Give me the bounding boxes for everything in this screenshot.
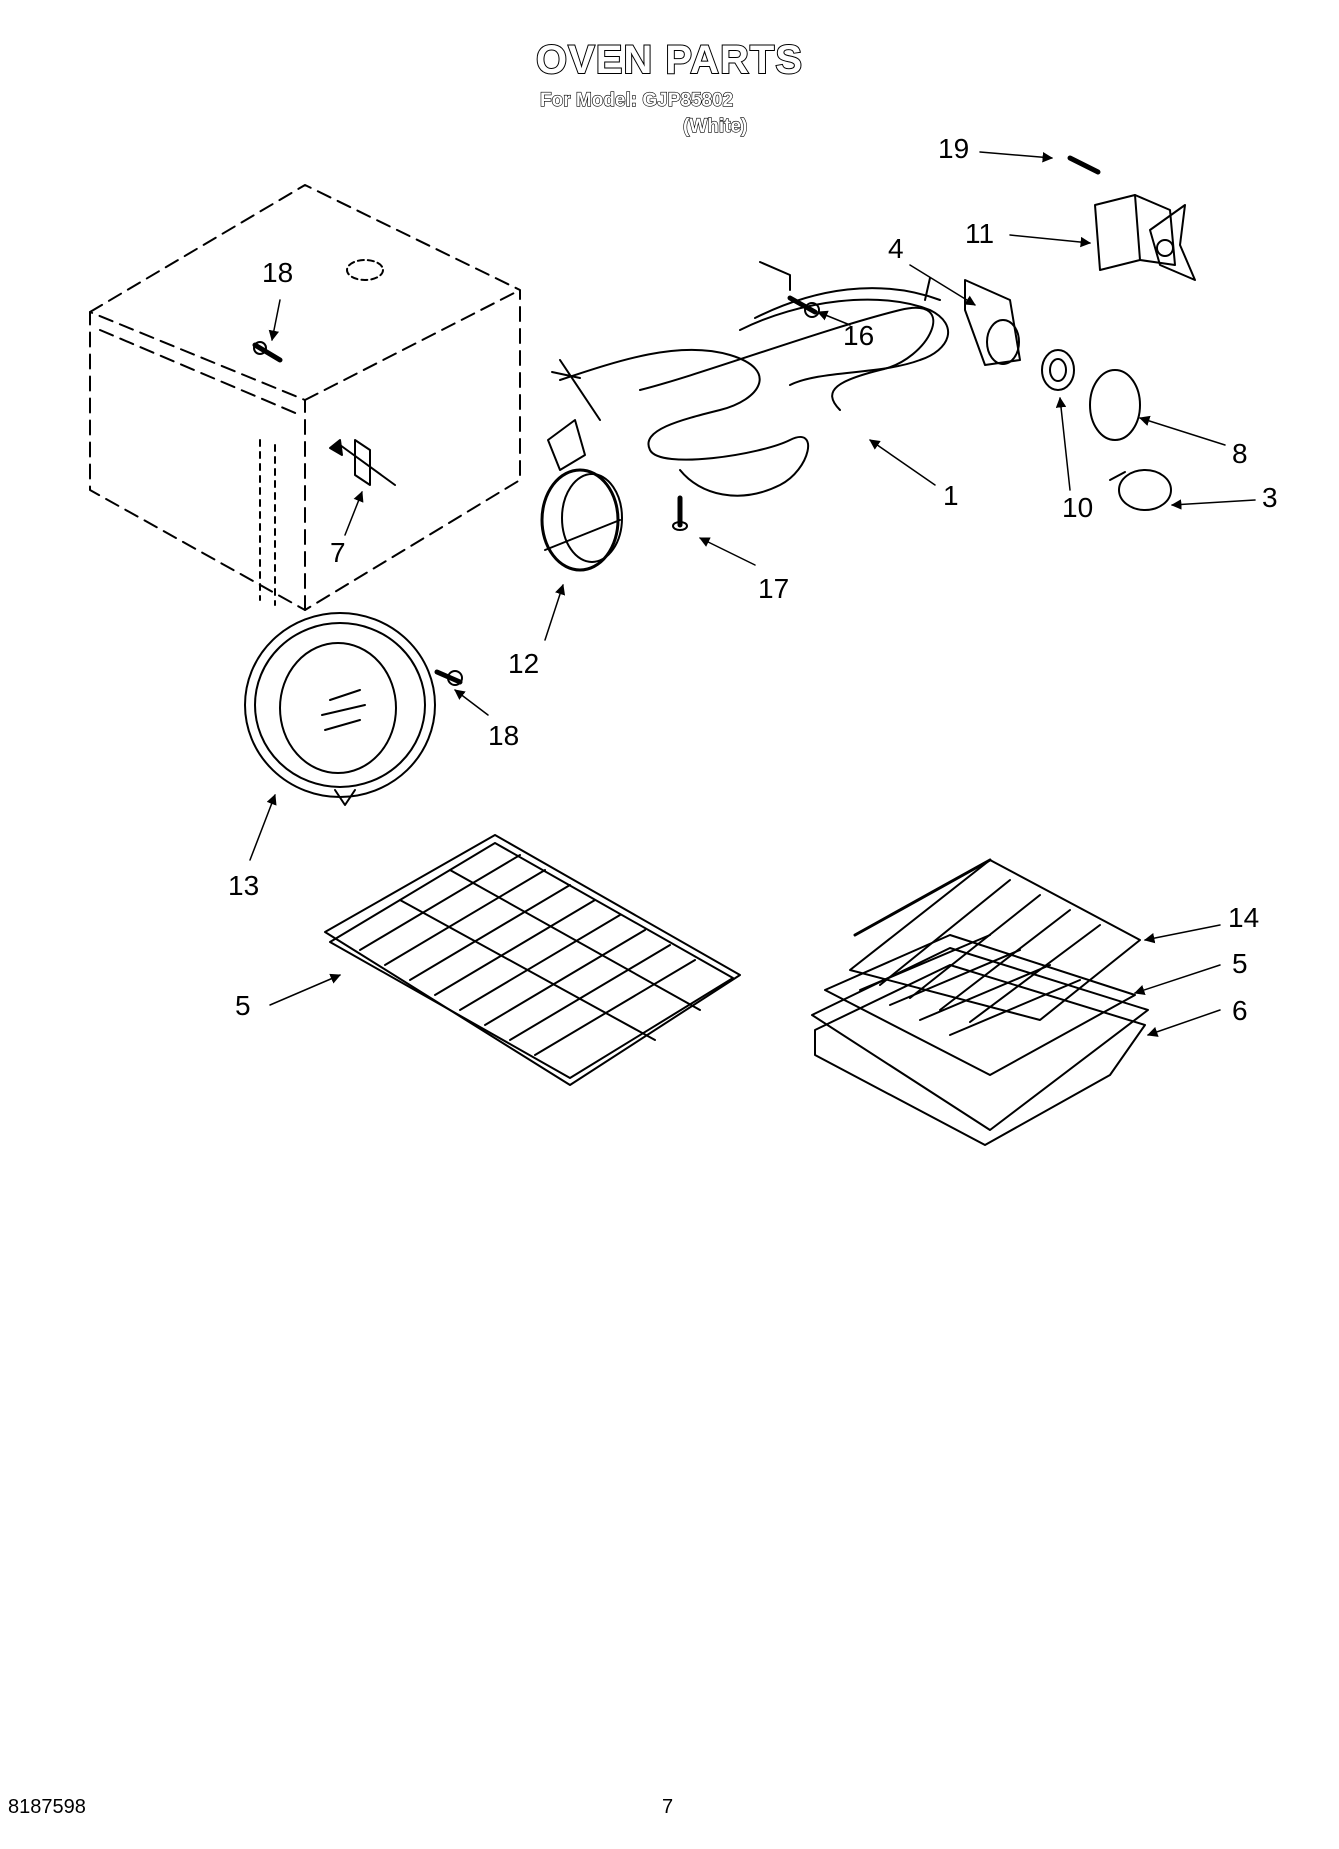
page-number: 7 <box>662 1796 674 1818</box>
callout-labels: 19 11 4 16 1 10 8 3 17 18 7 12 18 13 5 1… <box>228 133 1278 1026</box>
screw-19 <box>1067 155 1101 175</box>
probe-receptacle-part <box>329 439 396 486</box>
callout-8: 7 <box>330 537 346 568</box>
model-line: For Model: GJP85802 <box>539 89 734 111</box>
callout-5: 5 <box>1232 948 1248 979</box>
callout-18-bottom: 18 <box>488 720 519 751</box>
socket-gasket-part <box>1041 349 1075 391</box>
broiler-pan-part <box>811 947 1149 1146</box>
callout-16: 16 <box>843 320 874 351</box>
light-bulb-part <box>1109 469 1172 511</box>
callout-10: 8 <box>1232 438 1248 469</box>
callout-1: 1 <box>943 480 959 511</box>
light-lens-part <box>1089 369 1141 441</box>
fan-shroud-part <box>540 419 623 572</box>
callout-13: 11 <box>965 218 994 249</box>
callout-7: 5 <box>235 990 251 1021</box>
socket-gasket-inner <box>1049 358 1067 382</box>
cavity-vent-hole <box>346 259 384 281</box>
callout-11: 10 <box>1062 492 1093 523</box>
bake-element-part <box>551 306 935 497</box>
broiler-rack-part <box>849 858 1141 1023</box>
screw-17 <box>672 495 688 531</box>
broil-element-part <box>739 261 950 386</box>
callout-14: 13 <box>228 870 259 901</box>
oven-cavity-outline <box>89 184 521 611</box>
callout-4: 4 <box>888 233 904 264</box>
callout-17: 17 <box>758 573 789 604</box>
oven-rack-part <box>324 834 741 1086</box>
callout-18-top: 18 <box>262 257 293 288</box>
screw-16 <box>787 295 820 318</box>
document-number: 8187598 <box>8 1796 86 1818</box>
light-socket-part <box>964 279 1021 366</box>
callout-15: 14 <box>1228 902 1259 933</box>
convection-fan-motor-part <box>1094 194 1196 281</box>
callout-leader-lines <box>249 151 1256 1037</box>
page-title: OVEN PARTS <box>535 37 804 83</box>
callout-19: 19 <box>938 133 969 164</box>
screw-18-bottom <box>434 669 463 686</box>
screw-18-top <box>252 341 283 363</box>
model-variant: (White) <box>682 115 748 137</box>
callout-3: 3 <box>1262 482 1278 513</box>
callout-6: 6 <box>1232 995 1248 1026</box>
callout-12: 12 <box>508 648 539 679</box>
fan-cover-part <box>244 612 436 806</box>
cavity-side-slots <box>259 439 276 606</box>
